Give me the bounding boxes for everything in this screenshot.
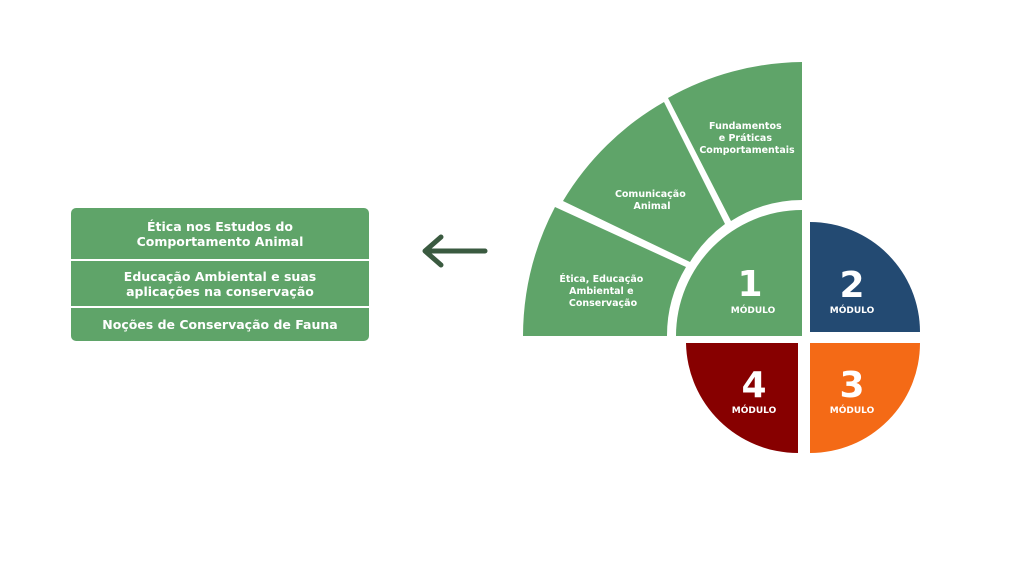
module-2-number: 2	[839, 265, 864, 306]
arc-segment-etica-label: Ética, Educação Ambiental e Conservação	[559, 273, 646, 309]
arc-segment-fundamentos-label: Fundamentos e Práticas Comportamentais	[699, 121, 795, 156]
topic-item-educacao: Educação Ambiental e suas aplicações na …	[71, 261, 369, 308]
arc-segment-comunicacao-label: Comunicação Animal	[615, 189, 689, 212]
module-1-label: MÓDULO	[731, 304, 776, 316]
arc-segment-etica	[523, 207, 686, 336]
topic-item-conservacao: Noções de Conservação de Fauna	[102, 317, 338, 332]
arc-segment-comunicacao	[563, 102, 725, 262]
module-2-quadrant	[810, 222, 920, 332]
arrow-left-icon	[422, 234, 488, 268]
topic-item-etica: Ética nos Estudos do Comportamento Anima…	[71, 208, 369, 261]
module-4-quadrant	[686, 343, 798, 453]
arc-segment-fundamentos	[668, 62, 802, 221]
module-3-number: 3	[839, 365, 864, 406]
module-2-label: MÓDULO	[830, 304, 875, 316]
topics-list: Ética nos Estudos do Comportamento Anima…	[71, 208, 369, 341]
module-3-quadrant	[810, 343, 920, 453]
module-3-label: MÓDULO	[830, 404, 875, 416]
module-4-label: MÓDULO	[732, 404, 777, 416]
module-1-number: 1	[737, 264, 762, 305]
module-4-number: 4	[741, 365, 766, 406]
module-1-quadrant	[676, 210, 802, 336]
